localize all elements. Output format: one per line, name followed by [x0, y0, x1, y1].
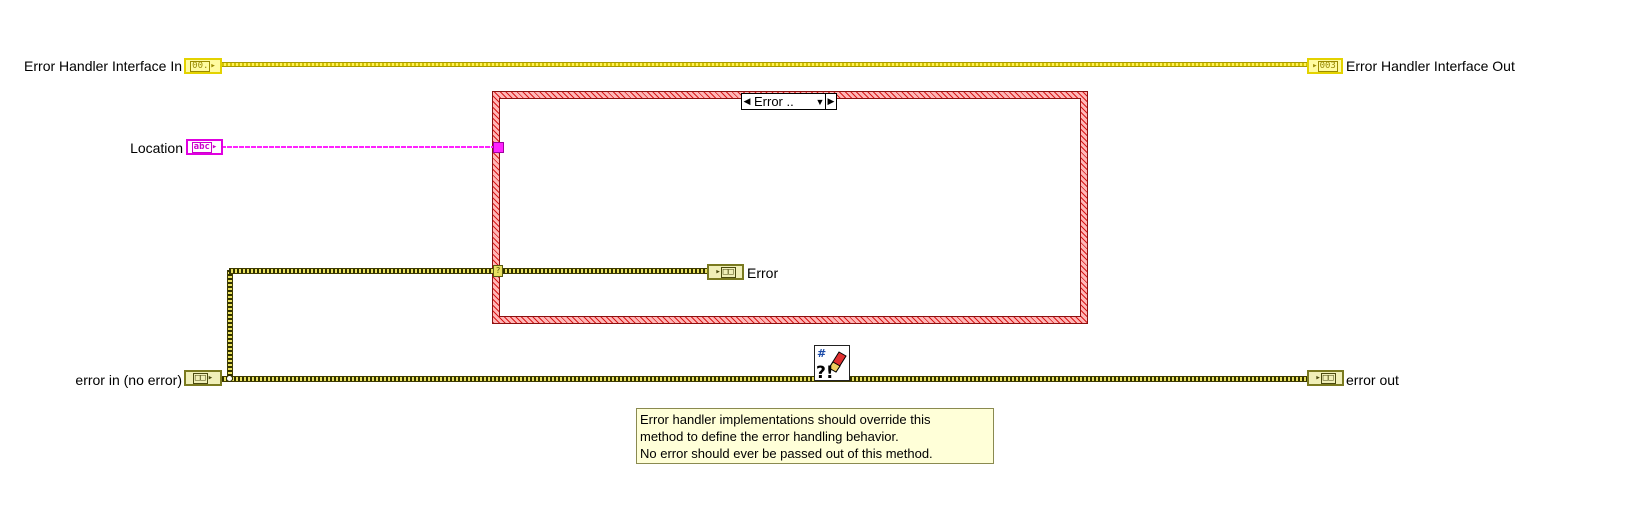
comment-line: Error handler implementations should ove… — [640, 412, 931, 427]
case-selector[interactable]: ◀ Error .. ▼ ▶ — [741, 93, 837, 110]
error-wire-main[interactable] — [222, 376, 1308, 382]
error-in-terminal[interactable]: □□▸ — [184, 370, 222, 386]
error-tunnel[interactable]: ? — [493, 265, 503, 277]
string-wire[interactable] — [223, 146, 494, 148]
location-terminal[interactable]: abc▸ — [186, 139, 223, 155]
wire-junction — [226, 375, 233, 382]
comment-box[interactable]: Error handler implementations should ove… — [636, 408, 994, 464]
handler-out-label: Error Handler Interface Out — [1346, 58, 1515, 74]
case-structure[interactable] — [492, 91, 1088, 324]
comment-line: No error should ever be passed out of th… — [640, 446, 933, 461]
svg-text:#: # — [817, 347, 826, 360]
class-wire[interactable] — [222, 62, 1308, 67]
inner-error-terminal[interactable]: ▸□□ — [707, 264, 744, 280]
case-selector-value: Error .. — [754, 94, 794, 109]
comment-line: method to define the error handling beha… — [640, 429, 899, 444]
error-out-label: error out — [1346, 372, 1399, 388]
increment-arrow-icon[interactable]: ▶ — [825, 94, 836, 109]
error-wire-to-case[interactable] — [229, 268, 495, 274]
svg-text:?!: ?! — [816, 363, 834, 380]
handler-in-terminal[interactable]: 00.▸ — [184, 58, 222, 74]
location-tunnel[interactable] — [493, 142, 504, 153]
error-in-label: error in (no error) — [75, 372, 182, 388]
error-wire-inner[interactable] — [503, 268, 708, 274]
dropdown-arrow-icon[interactable]: ▼ — [815, 96, 825, 107]
error-out-terminal[interactable]: ▸□□ — [1307, 370, 1344, 386]
location-label: Location — [130, 140, 183, 156]
error-wire-branch[interactable] — [227, 270, 233, 380]
handler-out-terminal[interactable]: ▸003 — [1307, 58, 1343, 74]
eraser-question-icon: # ?! — [816, 347, 847, 383]
error-handler-method-icon[interactable]: # ?! — [814, 345, 850, 383]
inner-error-label: Error — [747, 265, 779, 281]
handler-in-label: Error Handler Interface In — [24, 58, 182, 74]
decrement-arrow-icon[interactable]: ◀ — [743, 96, 751, 106]
